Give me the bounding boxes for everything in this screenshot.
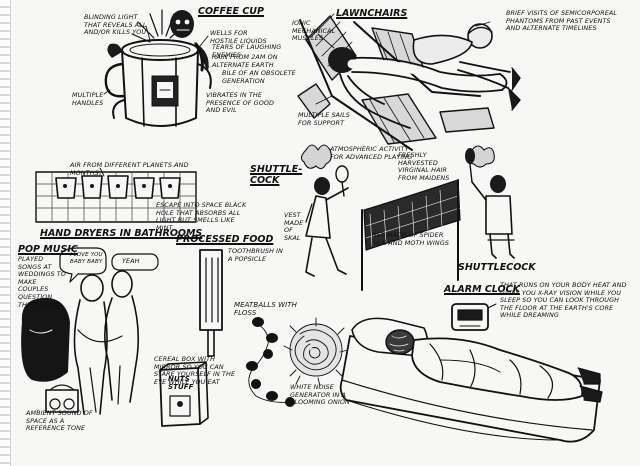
meatballs-drawing [246,317,349,407]
processed-food-title: PROCESSED FOOD [176,234,274,245]
meatballs-title: MEATBALLS WITH FLOSS [234,301,298,317]
cereal-box-label: NUTS STUFF [168,375,194,391]
coffee-cup-drawing [103,9,212,127]
spiral-binding [0,0,11,466]
vibrates-label: VIBRATES IN THE PRESENCE OF GOOD AND EVI… [206,91,275,115]
bile-label: BILE OF AN OBSOLETE GENERATION [222,69,296,85]
visits-label: BRIEF VISITS OF SEMICORPOREAL PHANTOMS F… [506,9,618,33]
atmosphere-label: ATMOSPHERIC ACTIVITY FOR ADVANCED PLAYIN… [330,145,413,161]
tears-label: TEARS OF LAUGHING ENEMIES [212,43,282,59]
sails-label: MULTIPLE SAILS FOR SUPPORT [298,111,350,127]
alarm-clock-drawing [339,303,603,443]
alarm-clock-description: THAT RUNS ON YOUR BODY HEAT AND GIVES YO… [500,281,627,320]
processed-food-drawing [159,249,223,427]
net-label: NET MADE OF SPIDER SILK AND MOTH WINGS [372,231,450,247]
air-label: AIR FROM DIFFERENT PLANETS AND MONTHS [70,161,189,177]
lawnchairs-title: LAWNCHAIRS [336,8,408,19]
blinding-light-label: BLINDING LIGHT THAT REVEALS ALL AND/OR K… [84,13,147,37]
shuttlecock-title: SHUTTLE-COCK [250,164,303,186]
vacuum-label: ESCAPE INTO SPACE BLACK HOLE THAT ABSORB… [156,201,247,232]
cereal-label: CEREAL BOX WITH MIRROR SO YOU CAN STARE … [154,355,236,386]
handles-label: MULTIPLE HANDLES [72,91,104,107]
hair-label: FRESHLY HARVESTED VIRGINAL HAIR FROM MAI… [398,151,450,182]
lawnchairs-drawing [297,13,521,151]
wells-label: WELLS FOR HOSTILE LIQUIDS [210,29,267,45]
shuttlecock-drawing [300,144,515,291]
bubble-2-text: YEAH [122,257,140,265]
pop-music-title: POP MUSIC [18,244,78,255]
pop-music-drawing [21,247,159,415]
bubble-1-text: I LOVE YOU BABY BABY [70,252,103,265]
vest-label: VEST MADE OF SKAL [284,211,304,242]
alarm-clock-title: ALARM CLOCK [444,284,520,295]
noise-label: WHITE NOISE GENERATOR IN A BLOOMING ONIO… [290,383,350,407]
mechanics-label: IONIC MECHANICAL MUSCLES [292,19,336,43]
hand-dryers-drawing [35,167,197,223]
coffee-cup-title: COFFEE CUP [198,6,264,17]
shuttlecock-footer-title: SHUTTLECOCK [458,262,536,273]
played-label: PLAYED SONGS AT WEDDINGS TO MAKE COUPLES… [18,255,66,309]
ambient-label: AMBIENT SOUND OF SPACE AS A REFERENCE TO… [26,409,93,433]
toothbrush-label: TOOTHBRUSH IN A POPSICLE [228,247,284,263]
hand-dryers-title: HAND DRYERS IN BATHROOMS [40,228,203,239]
rain-label: RAIN FROM 2AM ON ALTERNATE EARTH [212,53,278,69]
